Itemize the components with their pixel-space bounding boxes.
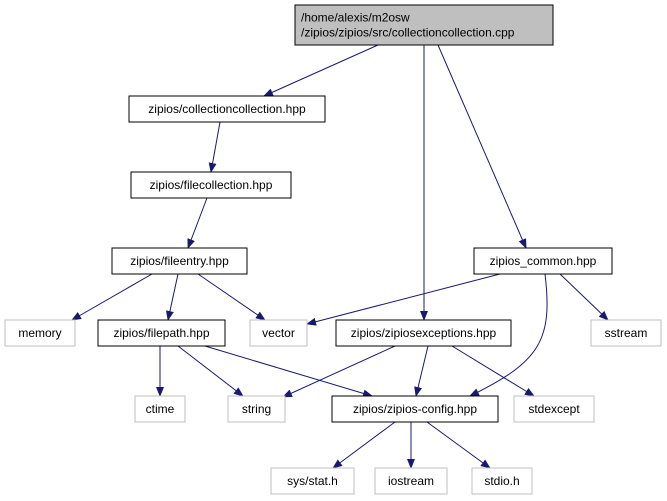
node-label: sstream bbox=[605, 326, 648, 340]
node-box bbox=[471, 467, 533, 495]
edge-filecollection-hpp-to-fileentry-hpp bbox=[187, 197, 208, 249]
node-fileentry-hpp[interactable]: zipios/fileentry.hpp bbox=[111, 247, 248, 275]
node-label: zipios/collectioncollection.hpp bbox=[148, 102, 306, 116]
node-box bbox=[4, 319, 76, 347]
node-box bbox=[134, 395, 186, 423]
edge-zipiosexceptions-hpp-to-stdexcept bbox=[451, 345, 535, 397]
node-zipiosexceptions-hpp[interactable]: zipios/zipiosexceptions.hpp bbox=[335, 319, 512, 347]
node-sstream: sstream bbox=[590, 319, 662, 347]
edge-root-to-collectioncollection-hpp bbox=[263, 44, 379, 97]
node-stdio-h: stdio.h bbox=[471, 467, 533, 495]
node-box bbox=[590, 319, 662, 347]
node-label: zipios/zipiosexceptions.hpp bbox=[351, 326, 497, 340]
node-box bbox=[331, 395, 499, 423]
node-box bbox=[374, 467, 448, 495]
node-label: sys/stat.h bbox=[287, 474, 338, 488]
edge-zipiosexceptions-hpp-to-zipios-config-hpp bbox=[414, 345, 429, 397]
node-box bbox=[130, 171, 292, 199]
edge-filepath-hpp-to-zipios-config-hpp bbox=[204, 345, 373, 398]
node-box bbox=[227, 395, 286, 423]
node-collectioncollection-hpp[interactable]: zipios/collectioncollection.hpp bbox=[128, 95, 326, 123]
node-box bbox=[473, 247, 613, 275]
edge-zipios-common-hpp-to-sstream bbox=[559, 273, 609, 321]
node-label: iostream bbox=[388, 474, 434, 488]
edge-fileentry-hpp-to-memory bbox=[71, 273, 153, 321]
node-box bbox=[335, 319, 512, 347]
node-box bbox=[128, 95, 326, 123]
edge-zipiosexceptions-hpp-to-string bbox=[282, 345, 396, 398]
edge-filepath-hpp-to-string bbox=[177, 345, 244, 397]
node-box bbox=[97, 319, 226, 347]
node-label: ctime bbox=[146, 402, 175, 416]
node-root[interactable]: /home/alexis/m2osw/zipios/zipios/src/col… bbox=[294, 4, 554, 46]
node-label: /home/alexis/m2osw bbox=[301, 11, 410, 25]
node-box bbox=[111, 247, 248, 275]
node-memory: memory bbox=[4, 319, 76, 347]
edge-fileentry-hpp-to-filepath-hpp bbox=[166, 273, 179, 321]
node-label: zipios_common.hpp bbox=[490, 254, 597, 268]
node-sys-stat-h: sys/stat.h bbox=[270, 467, 355, 495]
node-label: vector bbox=[262, 326, 295, 340]
node-filepath-hpp[interactable]: zipios/filepath.hpp bbox=[97, 319, 226, 347]
node-stdexcept: stdexcept bbox=[513, 395, 595, 423]
node-label: stdio.h bbox=[484, 474, 519, 488]
edge-root-to-zipios-common-hpp bbox=[437, 44, 527, 249]
node-zipios-config-hpp[interactable]: zipios/zipios-config.hpp bbox=[331, 395, 499, 423]
node-label: zipios/filepath.hpp bbox=[113, 326, 209, 340]
node-vector: vector bbox=[249, 319, 308, 347]
node-box bbox=[294, 4, 554, 46]
edge-zipios-common-hpp-to-vector bbox=[306, 273, 501, 326]
node-label: stdexcept bbox=[528, 402, 580, 416]
edge-zipios-config-hpp-to-stdio-h bbox=[426, 421, 491, 469]
edge-zipios-config-hpp-to-sys-stat-h bbox=[332, 421, 396, 469]
node-zipios-common-hpp[interactable]: zipios_common.hpp bbox=[473, 247, 613, 275]
node-ctime: ctime bbox=[134, 395, 186, 423]
edge-zipios-common-hpp-to-zipios-config-hpp bbox=[469, 273, 548, 397]
node-label: zipios/zipios-config.hpp bbox=[353, 402, 477, 416]
edge-fileentry-hpp-to-vector bbox=[197, 273, 266, 321]
node-iostream: iostream bbox=[374, 467, 448, 495]
node-label: zipios/filecollection.hpp bbox=[150, 178, 273, 192]
node-filecollection-hpp[interactable]: zipios/filecollection.hpp bbox=[130, 171, 292, 199]
nodes-layer: /home/alexis/m2osw/zipios/zipios/src/col… bbox=[4, 4, 662, 495]
node-box bbox=[249, 319, 308, 347]
node-box bbox=[513, 395, 595, 423]
node-label: zipios/fileentry.hpp bbox=[130, 254, 229, 268]
node-label: string bbox=[242, 402, 271, 416]
node-string: string bbox=[227, 395, 286, 423]
edges-layer bbox=[71, 44, 609, 469]
node-label: /zipios/zipios/src/collectioncollection.… bbox=[301, 26, 515, 40]
node-label: memory bbox=[18, 326, 61, 340]
node-box bbox=[270, 467, 355, 495]
edge-collectioncollection-hpp-to-filecollection-hpp bbox=[208, 121, 221, 173]
